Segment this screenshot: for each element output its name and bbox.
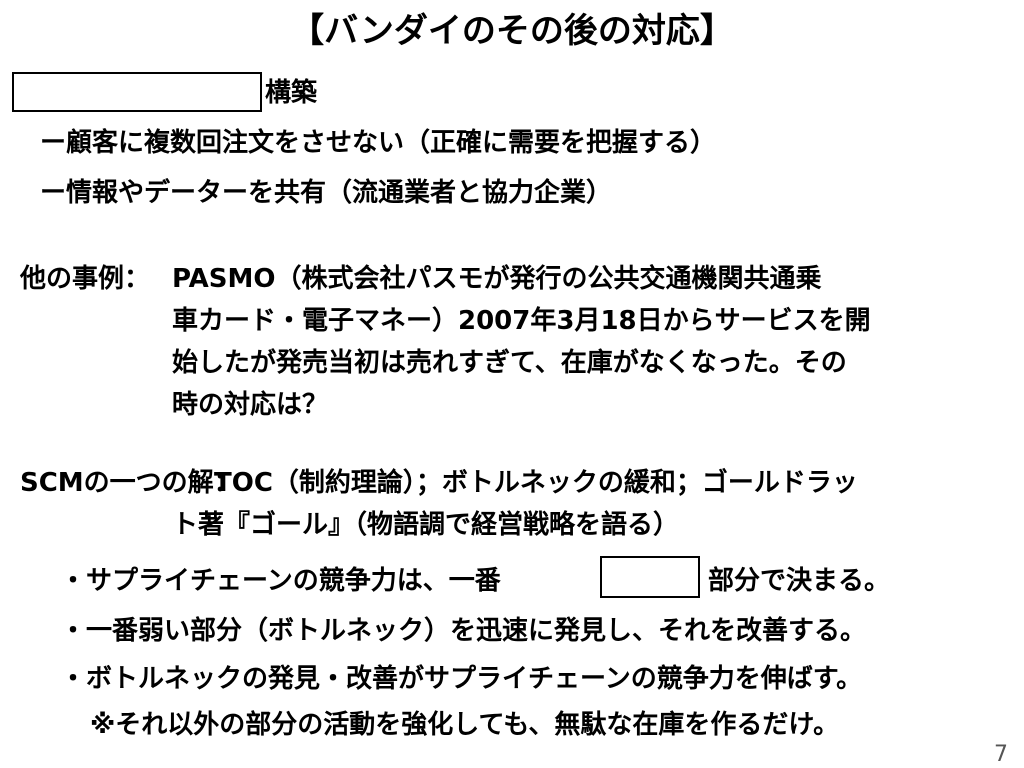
point-1-after: 部分で決まる。 <box>708 566 891 596</box>
section1-heading-suffix: 構築 <box>265 78 318 108</box>
answer-blank-box-1 <box>12 72 262 112</box>
answer-blank-box-2 <box>600 556 700 598</box>
example-line-3: 始したが発売当初は売れすぎて、在庫がなくなった。その <box>172 348 847 378</box>
scm-line-2: ト著『ゴール』（物語調で経営戦略を語る） <box>172 510 680 540</box>
point-1-before: ・サプライチェーンの競争力は、一番 <box>60 566 501 596</box>
point-note: ※それ以外の部分の活動を強化しても、無駄な在庫を作るだけ。 <box>90 710 840 740</box>
section1-bullet-2: ー情報やデーターを共有（流通業者と協力企業） <box>40 178 613 208</box>
point-2: ・一番弱い部分（ボトルネック）を迅速に発見し、それを改善する。 <box>60 616 867 646</box>
example-label: 他の事例： <box>20 264 151 294</box>
example-line-2: 車カード・電子マネー）2007年3月18日からサービスを開 <box>172 306 871 336</box>
page-number: 7 <box>994 742 1008 767</box>
scm-label: SCMの一つの解： <box>20 468 240 498</box>
scm-line-1: TOC（制約理論）；ボトルネックの緩和；ゴールドラッ <box>214 468 858 498</box>
page-title: 【バンダイのその後の対応】 <box>290 11 734 51</box>
point-3: ・ボトルネックの発見・改善がサプライチェーンの競争力を伸ばす。 <box>60 664 863 694</box>
example-line-4: 時の対応は？ <box>172 390 329 420</box>
example-line-1: PASMO（株式会社パスモが発行の公共交通機関共通乗 <box>172 264 822 294</box>
section1-bullet-1: ー顧客に複数回注文をさせない（正確に需要を把握する） <box>40 128 717 158</box>
